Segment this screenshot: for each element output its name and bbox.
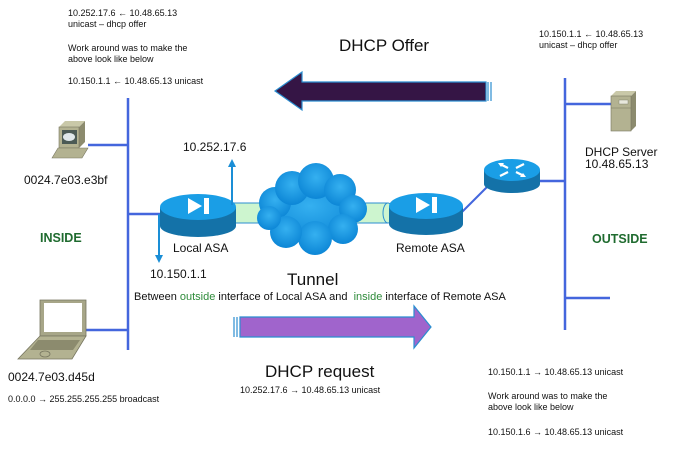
inside-zone-label: INSIDE [40,231,82,245]
dhcp-request-arrow [233,304,432,350]
note-line: unicast – dhcp offer [68,19,147,29]
tunnel-desc-text: interface of Local ASA and [215,291,354,303]
local-asa-label: Local ASA [173,241,229,255]
note-line: Work around was to make the [68,43,188,53]
note-line: above look like below [488,402,574,412]
remote-asa-firewall-icon[interactable] [389,193,463,235]
laptop-mac-label: 0024.7e03.d45d [8,370,95,384]
note-line: 10.150.1.1 → 10.48.65.13 unicast [488,367,624,377]
note-line: unicast – dhcp offer [539,40,618,50]
note-line: 10.150.1.1 ← 10.48.65.13 unicast [68,76,204,86]
tunnel-desc-text: interface of Remote ASA [382,291,506,303]
note-line: 10.150.1.6 → 10.48.65.13 unicast [488,427,624,437]
note-line: 10.252.17.6 ← 10.48.65.13 [68,8,178,18]
tunnel-title: Tunnel [287,270,339,289]
note-line: Work around was to make the [488,391,608,401]
inside-keyword: inside [353,291,383,303]
desktop-pc-icon[interactable] [51,121,89,159]
inside-network-segment [86,98,162,350]
outside-ip-arrow [228,159,236,205]
local-asa-inside-ip: 10.150.1.1 [150,267,207,281]
inside-ip-arrow [155,214,163,263]
outside-zone-label: OUTSIDE [592,232,648,246]
note-line: 10.150.1.1 ← 10.48.65.13 [539,29,644,39]
pc-mac-label: 0024.7e03.e3bf [24,173,108,187]
laptop-broadcast-note: 0.0.0.0 → 255.255.255.255 broadcast [8,394,160,404]
laptop-icon[interactable] [17,299,87,360]
dhcp-request-detail: 10.252.17.6 → 10.48.65.13 unicast [240,385,381,395]
dhcp-server-ip: 10.48.65.13 [585,157,649,171]
dhcp-offer-title: DHCP Offer [339,36,430,55]
dhcp-request-title: DHCP request [265,362,375,381]
tunnel-desc-text: Between [134,291,180,303]
tunnel-description: Between outside interface of Local ASA a… [134,291,506,304]
local-asa-firewall-icon[interactable] [160,194,236,237]
remote-asa-label: Remote ASA [396,241,465,255]
outside-keyword: outside [179,291,216,303]
router-icon[interactable] [484,159,540,193]
local-asa-outside-ip: 10.252.17.6 [183,140,247,154]
dhcp-server-label: DHCP Server [585,145,658,159]
dhcp-offer-arrow [273,70,492,112]
cloud-icon [257,163,367,255]
server-icon[interactable] [610,91,636,132]
note-line: above look like below [68,54,154,64]
